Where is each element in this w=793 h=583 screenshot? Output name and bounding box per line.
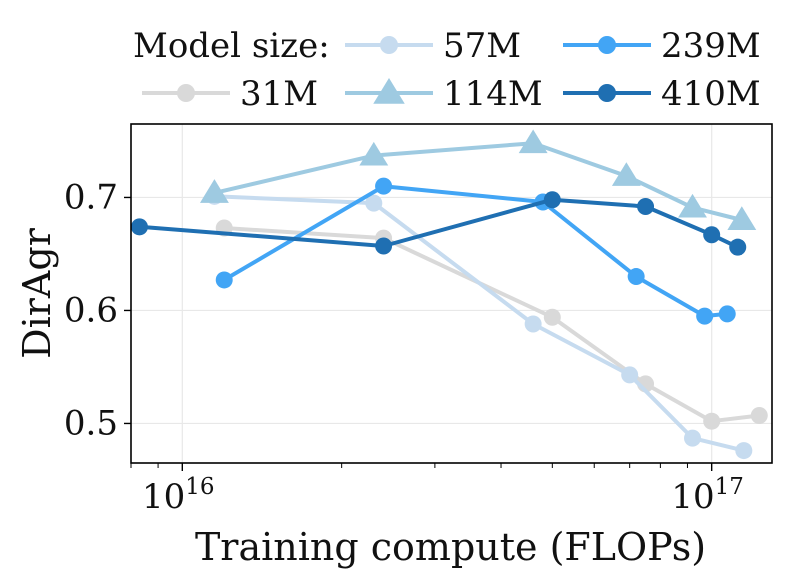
legend-title: Model size:: [133, 26, 330, 66]
legend-item-114m: 114M: [345, 74, 543, 114]
circle-marker: [684, 429, 702, 447]
series-layer: [130, 129, 768, 460]
x-tick-label-exponent: 16: [185, 474, 214, 500]
x-axis-title: Training compute (FLOPs): [195, 525, 706, 569]
circle-marker: [524, 315, 542, 333]
circle-marker: [543, 191, 561, 209]
circle-marker: [696, 307, 714, 325]
circle-marker: [729, 238, 747, 256]
circle-marker: [735, 442, 753, 460]
y-tick-label: 0.7: [64, 177, 118, 217]
legend-label: 410M: [661, 74, 761, 114]
legend-item-57m: 57M: [345, 26, 521, 66]
legend-label: 57M: [443, 26, 521, 66]
series-410m: [130, 191, 747, 256]
legend-item-31m: 31M: [142, 74, 318, 114]
circle-marker: [598, 36, 616, 54]
triangle-marker: [727, 206, 757, 230]
y-tick-label: 0.5: [64, 403, 118, 443]
x-tick-label: 1016: [142, 474, 215, 517]
x-tick-label-base: 10: [142, 477, 185, 517]
legend-item-410m: 410M: [563, 74, 761, 114]
series-line: [212, 194, 746, 453]
circle-marker: [543, 308, 561, 326]
triangle-marker: [678, 193, 707, 218]
x-tick-label: 1017: [671, 474, 744, 517]
triangle-marker: [611, 162, 641, 186]
legend-label: 114M: [443, 74, 543, 114]
circle-marker: [177, 84, 195, 102]
y-axis-title: DirAgr: [15, 227, 59, 359]
circle-marker: [703, 412, 721, 430]
series-57m: [205, 187, 753, 460]
grid: [131, 124, 772, 463]
x-tick-label-exponent: 17: [715, 474, 744, 500]
circle-marker: [130, 218, 148, 236]
circle-marker: [750, 407, 768, 425]
plot-frame: [130, 123, 773, 464]
circle-marker: [598, 84, 616, 102]
circle-marker: [365, 194, 383, 212]
circle-marker: [637, 197, 655, 215]
series-line: [222, 226, 762, 424]
series-line: [212, 141, 744, 222]
y-tick-label: 0.6: [64, 290, 118, 330]
triangle-marker: [518, 129, 548, 154]
triangle-marker: [373, 78, 405, 104]
circle-marker: [375, 237, 393, 255]
circle-marker: [718, 305, 736, 323]
legend-label: 31M: [240, 74, 318, 114]
series-114m: [199, 129, 757, 230]
circle-marker: [375, 177, 393, 195]
circle-marker: [703, 226, 721, 244]
legend-label: 239M: [661, 26, 761, 66]
legend-item-239m: 239M: [563, 26, 761, 66]
circle-marker: [215, 271, 233, 289]
circle-marker: [380, 36, 398, 54]
circle-marker: [621, 366, 639, 384]
triangle-marker: [359, 141, 389, 166]
series-31m: [215, 219, 768, 430]
x-tick-label-base: 10: [671, 477, 714, 517]
circle-marker: [627, 268, 645, 286]
triangle-marker: [199, 179, 229, 203]
legend: Model size: 31M 57M 114M 239M 410M: [133, 26, 761, 114]
